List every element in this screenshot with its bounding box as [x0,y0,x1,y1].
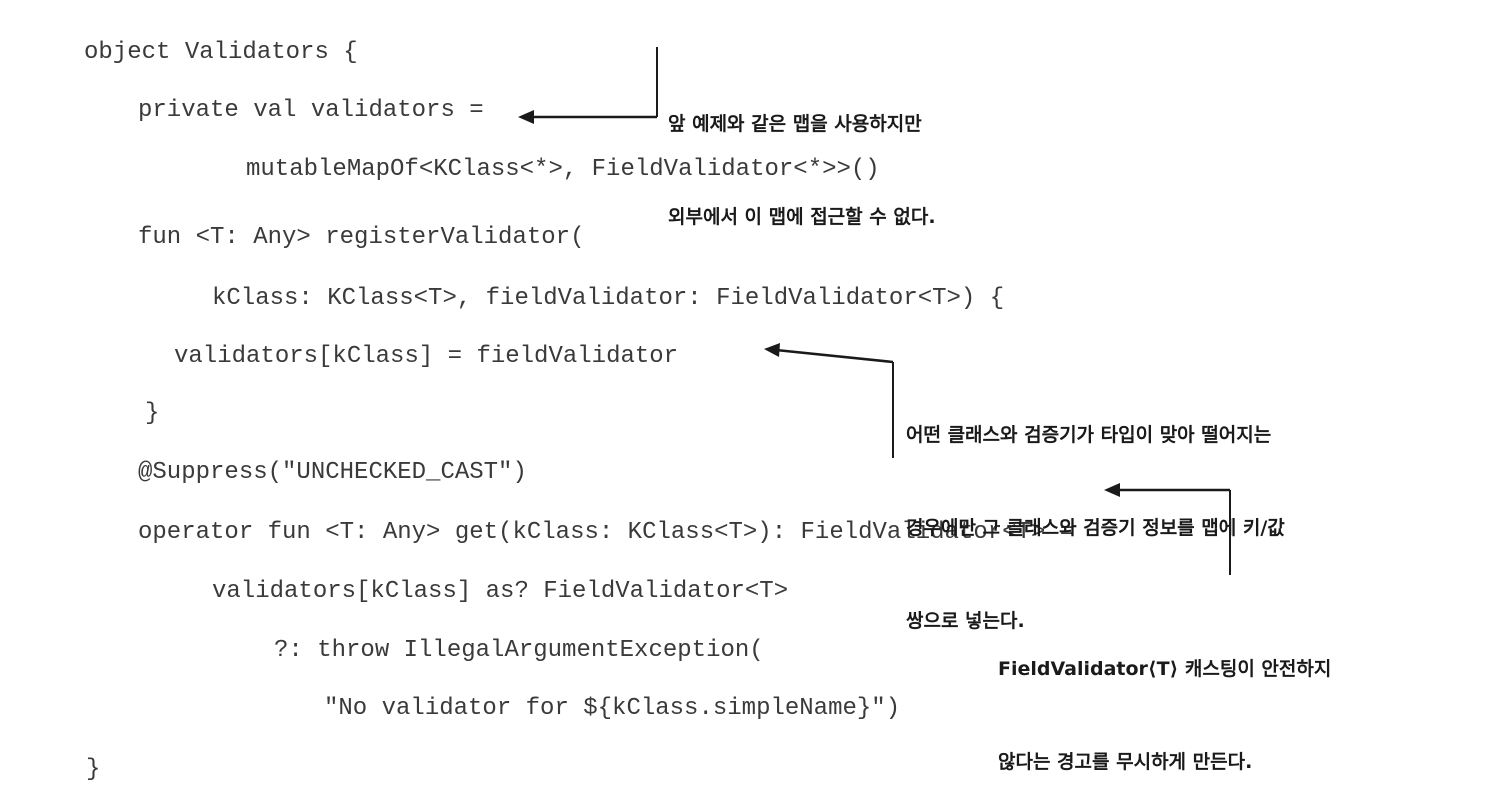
code-line: "No validator for ${kClass.simpleName}") [324,695,901,722]
code-line: object Validators { [84,39,358,66]
arrow-suppress [1104,483,1231,575]
code-line: validators[kClass] as? FieldValidator<T> [212,578,789,605]
annotation-line: 않다는 경고를 무시하게 만든다. [998,751,1253,773]
annotation-private-map: 앞 예제와 같은 맵을 사용하지만 외부에서 이 맵에 접근할 수 없다. [668,47,936,264]
code-line: operator fun <T: Any> get(kClass: KClass… [138,519,1075,546]
annotation-line: 앞 예제와 같은 맵을 사용하지만 [668,113,922,135]
code-line: private val validators = [138,97,484,124]
code-line: validators[kClass] = fieldValidator [174,343,679,370]
annotation-line: 쌍으로 넣는다. [906,610,1025,632]
code-line: mutableMapOf<KClass<*>, FieldValidator<*… [246,156,880,183]
code-line: } [145,400,160,427]
arrow-register [764,343,894,458]
code-line: @Suppress("UNCHECKED_CAST") [138,459,527,486]
code-line: fun <T: Any> registerValidator( [138,224,585,251]
annotation-register: 어떤 클래스와 검증기가 타입이 맞아 떨어지는 경우에만 그 클래스와 검증기… [906,358,1285,668]
annotation-line: 경우에만 그 클래스와 검증기 정보를 맵에 키/값 [906,517,1285,539]
annotation-line: FieldValidator⟨T⟩ 캐스팅이 안전하지 [998,658,1332,680]
annotation-suppress: FieldValidator⟨T⟩ 캐스팅이 안전하지 않다는 경고를 무시하게… [998,592,1331,809]
code-line: } [86,756,101,783]
arrow-private-map [518,47,658,124]
code-line: kClass: KClass<T>, fieldValidator: Field… [212,285,1005,312]
annotation-line: 어떤 클래스와 검증기가 타입이 맞아 떨어지는 [906,424,1272,446]
code-line: ?: throw IllegalArgumentException( [274,637,764,664]
annotation-line: 외부에서 이 맵에 접근할 수 없다. [668,206,936,228]
